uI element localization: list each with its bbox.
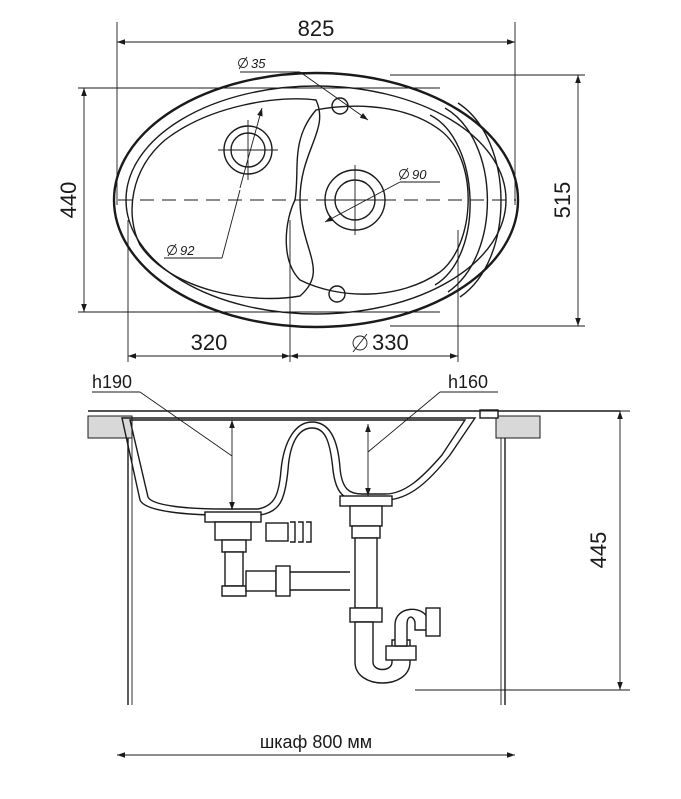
tap-hole-bottom xyxy=(328,285,346,303)
left-drain-flange xyxy=(204,511,262,523)
left-pipe-nut xyxy=(221,539,247,553)
left-connector-nut xyxy=(275,565,291,597)
dim-right-bowl: 330 xyxy=(352,330,409,355)
left-drain-body xyxy=(214,521,252,541)
dim-right-bowl-label: 330 xyxy=(372,330,409,355)
siphon-outlet-nut xyxy=(385,645,417,661)
drainboard-groove-2 xyxy=(444,107,489,293)
cabinet-width-label: шкаф 800 мм xyxy=(260,732,372,752)
sink-outer-rim xyxy=(112,71,520,329)
left-pipe xyxy=(224,551,244,587)
diameter-symbol-icon xyxy=(352,335,368,351)
drainboard-groove-1 xyxy=(429,114,471,286)
right-bowl-outline xyxy=(285,105,469,295)
right-pipe xyxy=(354,537,378,609)
right-pipe-nut xyxy=(351,525,381,539)
siphon-nut xyxy=(349,607,383,623)
outlet-elbow xyxy=(394,608,429,647)
dim-left-bowl-label: 320 xyxy=(191,330,228,355)
side-view: h190 h160 445 шкаф 800 мм xyxy=(87,372,630,758)
right-drain-flange xyxy=(339,495,393,507)
sink-profile-inner xyxy=(129,419,467,510)
diam-drain-right: 90 xyxy=(399,167,427,182)
depth-left-label: h190 xyxy=(92,372,132,392)
sink-profile-outer xyxy=(121,417,477,516)
right-drain-body xyxy=(349,505,383,527)
diam-drain-left: 92 xyxy=(167,243,195,258)
total-height-label: 445 xyxy=(586,532,611,569)
tap-mount xyxy=(479,409,499,419)
dim-width-label: 825 xyxy=(298,16,335,41)
dim-height-outer-label: 515 xyxy=(550,182,575,219)
left-connector xyxy=(245,570,277,592)
diam-drain-left-label: 92 xyxy=(180,243,195,258)
depth-right-label: h160 xyxy=(448,372,488,392)
countertop-right xyxy=(495,415,541,439)
top-view: 825 440 515 320 330 xyxy=(56,16,585,362)
overflow-outlet xyxy=(265,522,289,542)
dim-height-inner-label: 440 xyxy=(56,182,81,219)
diam-small-label: 35 xyxy=(251,56,266,71)
diam-small: 35 xyxy=(238,56,266,71)
outlet-cap xyxy=(425,607,441,637)
diam-drain-right-label: 90 xyxy=(412,167,427,182)
